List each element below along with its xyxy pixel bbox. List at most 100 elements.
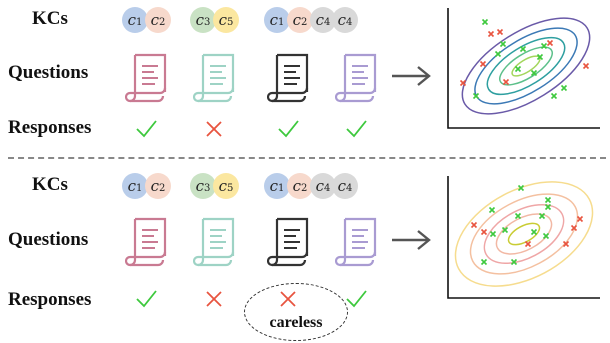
correct-marker <box>530 228 538 236</box>
scroll-document-icon <box>334 216 379 268</box>
scroll-document-icon <box>266 216 311 268</box>
check-icon <box>276 117 300 141</box>
scroll-document-icon <box>192 52 237 104</box>
correct-marker <box>472 92 480 100</box>
check-icon <box>344 287 368 311</box>
plot-axes <box>447 176 600 299</box>
incorrect-marker <box>480 228 488 236</box>
correct-marker <box>560 84 568 92</box>
correct-marker <box>480 258 488 266</box>
arrow-right-icon <box>392 66 431 86</box>
correct-marker <box>517 184 525 192</box>
incorrect-marker <box>496 28 504 36</box>
correct-marker <box>538 212 546 220</box>
incorrect-marker <box>479 60 487 68</box>
scroll-document-icon <box>192 216 237 268</box>
responses-label: Responses <box>8 117 92 138</box>
contour-ellipse <box>486 36 566 96</box>
correct-marker <box>514 65 522 73</box>
incorrect-marker <box>570 224 578 232</box>
scroll-document-icon <box>124 216 169 268</box>
careless-label: careless <box>269 314 323 331</box>
correct-marker <box>519 45 527 53</box>
careless-highlight <box>244 283 348 341</box>
correct-marker <box>536 53 544 61</box>
correct-marker <box>544 203 552 211</box>
correct-marker <box>530 69 538 77</box>
correct-marker <box>481 18 489 26</box>
questions-label: Questions <box>8 229 89 250</box>
incorrect-marker <box>576 215 584 223</box>
cross-icon <box>202 117 226 141</box>
check-icon <box>134 117 158 141</box>
correct-marker <box>488 206 496 214</box>
kcs-label: KCs <box>32 8 68 29</box>
correct-marker <box>494 50 502 58</box>
responses-label: Responses <box>8 289 92 310</box>
incorrect-marker <box>470 221 478 229</box>
contour-ellipse <box>507 222 541 246</box>
correct-marker <box>499 40 507 48</box>
correct-marker <box>514 212 522 220</box>
contour-ellipse <box>454 181 594 287</box>
contour-ellipse <box>461 17 591 115</box>
incorrect-marker <box>582 62 590 70</box>
correct-marker <box>489 230 497 238</box>
scroll-document-icon <box>124 52 169 104</box>
correct-marker <box>542 232 550 240</box>
contour-ellipse <box>495 213 553 255</box>
cross-icon <box>202 287 226 311</box>
scroll-document-icon <box>266 52 311 104</box>
incorrect-marker <box>524 240 532 248</box>
contour-ellipse <box>499 46 553 86</box>
plot-axes <box>447 8 600 129</box>
incorrect-marker <box>487 30 495 38</box>
knowledge-state-plot <box>447 176 600 299</box>
arrow-right-icon <box>392 230 431 250</box>
correct-marker <box>501 226 509 234</box>
correct-marker <box>544 196 552 204</box>
incorrect-marker <box>502 78 510 86</box>
contour-ellipse <box>483 203 565 265</box>
correct-marker <box>550 92 558 100</box>
contour-ellipse <box>469 193 579 275</box>
incorrect-marker <box>459 79 467 87</box>
incorrect-marker <box>562 240 570 248</box>
incorrect-marker <box>546 39 554 47</box>
questions-label: Questions <box>8 62 89 83</box>
scroll-document-icon <box>334 52 379 104</box>
panel-divider <box>8 157 606 159</box>
kcs-label: KCs <box>32 174 68 195</box>
check-icon <box>134 287 158 311</box>
correct-marker <box>540 42 548 50</box>
correct-marker <box>510 258 518 266</box>
check-icon <box>344 117 368 141</box>
knowledge-state-plot <box>447 8 600 129</box>
